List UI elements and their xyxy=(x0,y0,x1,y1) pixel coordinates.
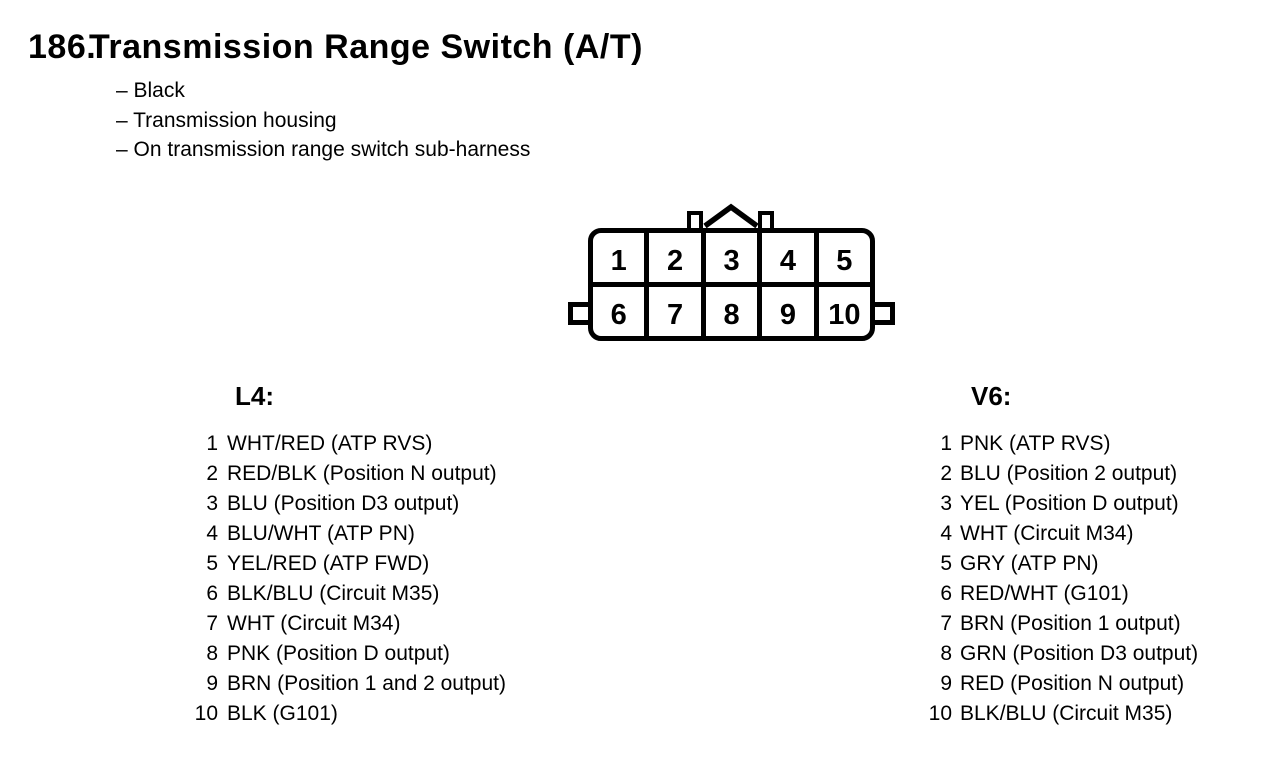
pin-number: 1 xyxy=(940,432,952,455)
connector-pin-cell: 1 xyxy=(593,233,650,287)
pin-row: 3 YEL (Position D output) xyxy=(925,489,1198,519)
pin-row: 5 GRY (ATP PN) xyxy=(925,549,1198,579)
note-line: – On transmission range switch sub-harne… xyxy=(116,138,531,161)
pin-row: 8 PNK (Position D output) xyxy=(190,639,506,669)
connector-pin-cell: 9 xyxy=(762,287,819,336)
pin-description: YEL (Position D output) xyxy=(960,492,1179,515)
connector-pin-cell: 8 xyxy=(706,287,763,336)
pin-row: 4 BLU/WHT (ATP PN) xyxy=(190,519,506,549)
connector-pin-cell: 5 xyxy=(818,233,870,287)
pin-number: 3 xyxy=(206,492,218,515)
pin-number: 2 xyxy=(940,462,952,485)
pinlist-l4-rows: 1 WHT/RED (ATP RVS) 2 RED/BLK (Position N o… xyxy=(190,429,506,729)
pin-description: BLU/WHT (ATP PN) xyxy=(227,522,415,545)
connector-side-tab-right-icon xyxy=(875,302,895,325)
pin-description: GRN (Position D3 output) xyxy=(960,642,1199,665)
pin-row: 10 BLK/BLU (Circuit M35) xyxy=(925,699,1198,729)
connector-pin-cell: 2 xyxy=(649,233,706,287)
connector-notes: – Black – Transmission housing – On transm… xyxy=(116,76,530,165)
pin-row: 10 BLK (G101) xyxy=(190,699,506,729)
pin-description: BLU (Position D3 output) xyxy=(227,492,460,515)
pin-description: WHT (Circuit M34) xyxy=(960,522,1134,545)
pin-row: 6 RED/WHT (G101) xyxy=(925,579,1198,609)
pin-row: 2 RED/BLK (Position N output) xyxy=(190,459,506,489)
pin-number: 10 xyxy=(928,702,952,725)
pin-description: RED (Position N output) xyxy=(960,672,1185,695)
section-number: 186. xyxy=(28,28,97,66)
pin-description: BLK (G101) xyxy=(227,702,338,725)
pin-description: RED/WHT (G101) xyxy=(960,582,1129,605)
connector-pin-cell: 3 xyxy=(705,233,763,287)
pin-number: 1 xyxy=(206,432,218,455)
connector-pin-cell: 6 xyxy=(593,287,650,336)
pin-number: 3 xyxy=(940,492,952,515)
note-line: – Transmission housing xyxy=(116,108,337,132)
pin-description: BLK/BLU (Circuit M35) xyxy=(960,702,1173,725)
pin-number: 6 xyxy=(940,582,952,605)
pin-number: 7 xyxy=(940,612,952,635)
pin-row: 9 BRN (Position 1 and 2 output) xyxy=(190,669,506,699)
pin-description: RED/BLK (Position N output) xyxy=(227,462,497,485)
pin-number: 5 xyxy=(940,552,952,575)
pin-description: YEL/RED (ATP FWD) xyxy=(227,552,430,575)
pin-description: BLU (Position 2 output) xyxy=(960,462,1178,485)
pin-number: 8 xyxy=(940,642,952,665)
connector-pin-cell: 4 xyxy=(762,233,819,287)
pin-number: 10 xyxy=(194,702,218,725)
connector-pin-cell: 10 xyxy=(828,299,861,331)
pin-number: 4 xyxy=(206,522,218,545)
pin-description: WHT/RED (ATP RVS) xyxy=(227,432,433,455)
pin-number: 7 xyxy=(206,612,218,635)
latch-post-left-icon xyxy=(687,211,703,228)
pin-row: 2 BLU (Position 2 output) xyxy=(925,459,1198,489)
pinlist-v6-heading: V6: xyxy=(971,381,1012,411)
pin-description: BRN (Position 1 output) xyxy=(960,612,1181,635)
pin-description: BRN (Position 1 and 2 output) xyxy=(227,672,506,695)
pin-row: 1 PNK (ATP RVS) xyxy=(925,429,1198,459)
pin-row: 9 RED (Position N output) xyxy=(925,669,1198,699)
pin-description: PNK (Position D output) xyxy=(227,642,450,665)
pin-row: 3 BLU (Position D3 output) xyxy=(190,489,506,519)
note-line: – Black xyxy=(116,79,185,102)
pin-number: 6 xyxy=(206,582,218,605)
pin-description: PNK (ATP RVS) xyxy=(960,432,1111,455)
pinlist-l4-heading: L4: xyxy=(235,381,274,411)
pin-row: 1 WHT/RED (ATP RVS) xyxy=(190,429,506,459)
pin-number: 9 xyxy=(940,672,952,695)
pin-row: 4 WHT (Circuit M34) xyxy=(925,519,1198,549)
connector-pin-cell: 7 xyxy=(649,287,706,336)
pin-description: WHT (Circuit M34) xyxy=(227,612,401,635)
connector-side-tab-left-icon xyxy=(568,302,588,325)
pin-row: 7 BRN (Position 1 output) xyxy=(925,609,1198,639)
pin-description: GRY (ATP PN) xyxy=(960,552,1099,575)
latch-post-right-icon xyxy=(758,211,774,228)
pin-number: 8 xyxy=(206,642,218,665)
pin-row: 6 BLK/BLU (Circuit M35) xyxy=(190,579,506,609)
pin-number: 2 xyxy=(206,462,218,485)
pin-number: 4 xyxy=(940,522,952,545)
latch-chevron-icon xyxy=(703,203,759,229)
pin-number: 5 xyxy=(206,552,218,575)
pin-row: 7 WHT (Circuit M34) xyxy=(190,609,506,639)
pin-row: 8 GRN (Position D3 output) xyxy=(925,639,1198,669)
pin-row: 5 YEL/RED (ATP FWD) xyxy=(190,549,506,579)
pin-description: BLK/BLU (Circuit M35) xyxy=(227,582,440,605)
page-title: Transmission Range Switch (A/T) xyxy=(89,28,643,66)
pin-number: 9 xyxy=(206,672,218,695)
